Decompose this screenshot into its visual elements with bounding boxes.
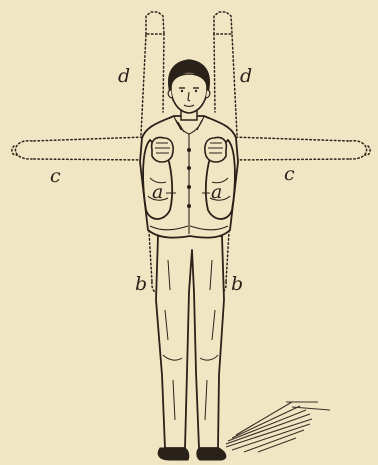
cast-shadow [226, 402, 330, 452]
label-c-left: c [50, 165, 61, 187]
fist-right [205, 138, 227, 163]
extended-arm-right-outline [232, 137, 370, 160]
raised-arm-right-outline [214, 12, 237, 135]
label-b-left: b [135, 273, 147, 295]
raised-arm-left-outline [141, 12, 164, 135]
label-b-right: b [231, 273, 243, 295]
shoes [158, 448, 226, 460]
head [168, 60, 210, 113]
label-a-left: a [152, 181, 163, 203]
label-d-left: d [118, 65, 130, 87]
trousers [156, 236, 224, 448]
label-d-right: d [240, 65, 252, 87]
label-c-right: c [284, 163, 295, 185]
label-a-right: a [211, 181, 222, 203]
extended-arm-left-outline [12, 137, 146, 160]
fist-left [152, 138, 174, 163]
